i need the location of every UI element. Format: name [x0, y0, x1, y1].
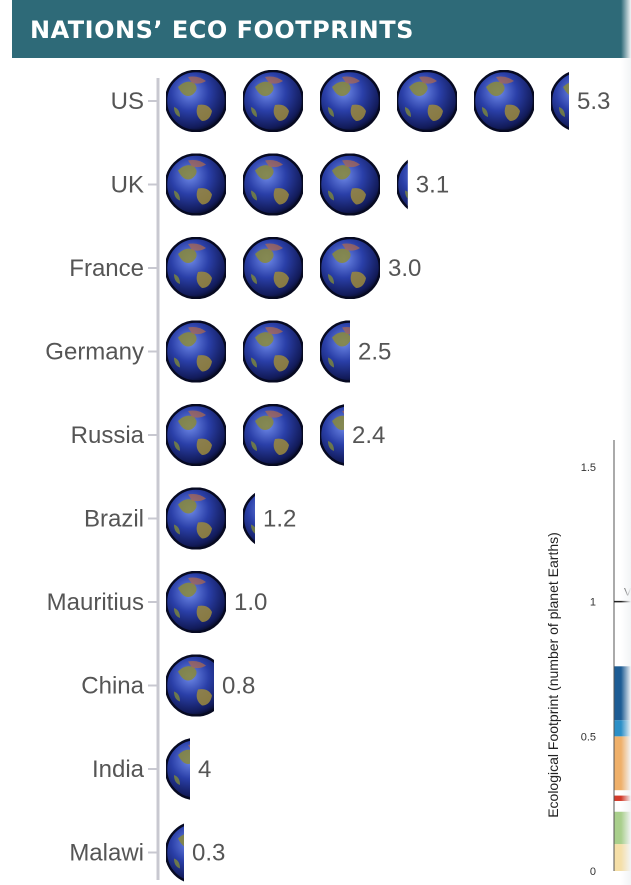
- edge-fade: [621, 0, 631, 885]
- chart-title: NATIONS’ ECO FOOTPRINTS: [12, 0, 631, 58]
- globe-icon: [243, 404, 303, 466]
- globe-icon: [320, 404, 344, 466]
- value-label: 0.3: [192, 840, 225, 867]
- value-label: 4: [198, 756, 211, 783]
- value-label: 5.3: [577, 88, 610, 115]
- globe-icon: [243, 153, 303, 216]
- category-label: France: [69, 255, 144, 282]
- globe-icon: [166, 237, 226, 299]
- globe-icon: [166, 823, 184, 882]
- globe-icon: [166, 654, 214, 717]
- globe-icon: [243, 320, 303, 383]
- value-label: 2.5: [358, 339, 391, 366]
- globe-icon: [243, 70, 303, 132]
- globe-icon: [320, 320, 350, 383]
- globe-icon: [166, 571, 226, 633]
- globe-icon: [243, 492, 255, 545]
- globe-icon: [397, 159, 408, 210]
- category-label: Mauritius: [47, 589, 144, 616]
- globe-icon: [320, 153, 380, 216]
- category-label: India: [92, 756, 145, 783]
- category-label: Malawi: [69, 840, 144, 867]
- globe-icon: [320, 70, 380, 132]
- category-label: UK: [111, 172, 144, 199]
- value-label: 3.1: [416, 172, 449, 199]
- category-label: Brazil: [84, 506, 144, 533]
- value-label: 1.2: [263, 506, 296, 533]
- category-label: China: [81, 673, 144, 700]
- globe-icon: [551, 72, 569, 130]
- globe-icon: [166, 487, 226, 550]
- globe-icon: [397, 70, 457, 132]
- category-label: US: [111, 88, 144, 115]
- globe-icon: [166, 70, 226, 132]
- value-label: 3.0: [388, 255, 421, 282]
- value-label: 0.8: [222, 673, 255, 700]
- globe-icon: [166, 738, 190, 800]
- value-label: 2.4: [352, 422, 385, 449]
- globe-icon: [320, 237, 380, 299]
- globe-icon: [166, 404, 226, 466]
- globe-icon: [243, 237, 303, 299]
- value-label: 1.0: [234, 589, 267, 616]
- globe-icon: [474, 70, 534, 132]
- globe-icon: [166, 320, 226, 383]
- category-label: Russia: [71, 422, 145, 449]
- globe-icon: [166, 153, 226, 216]
- category-label: Germany: [45, 339, 144, 366]
